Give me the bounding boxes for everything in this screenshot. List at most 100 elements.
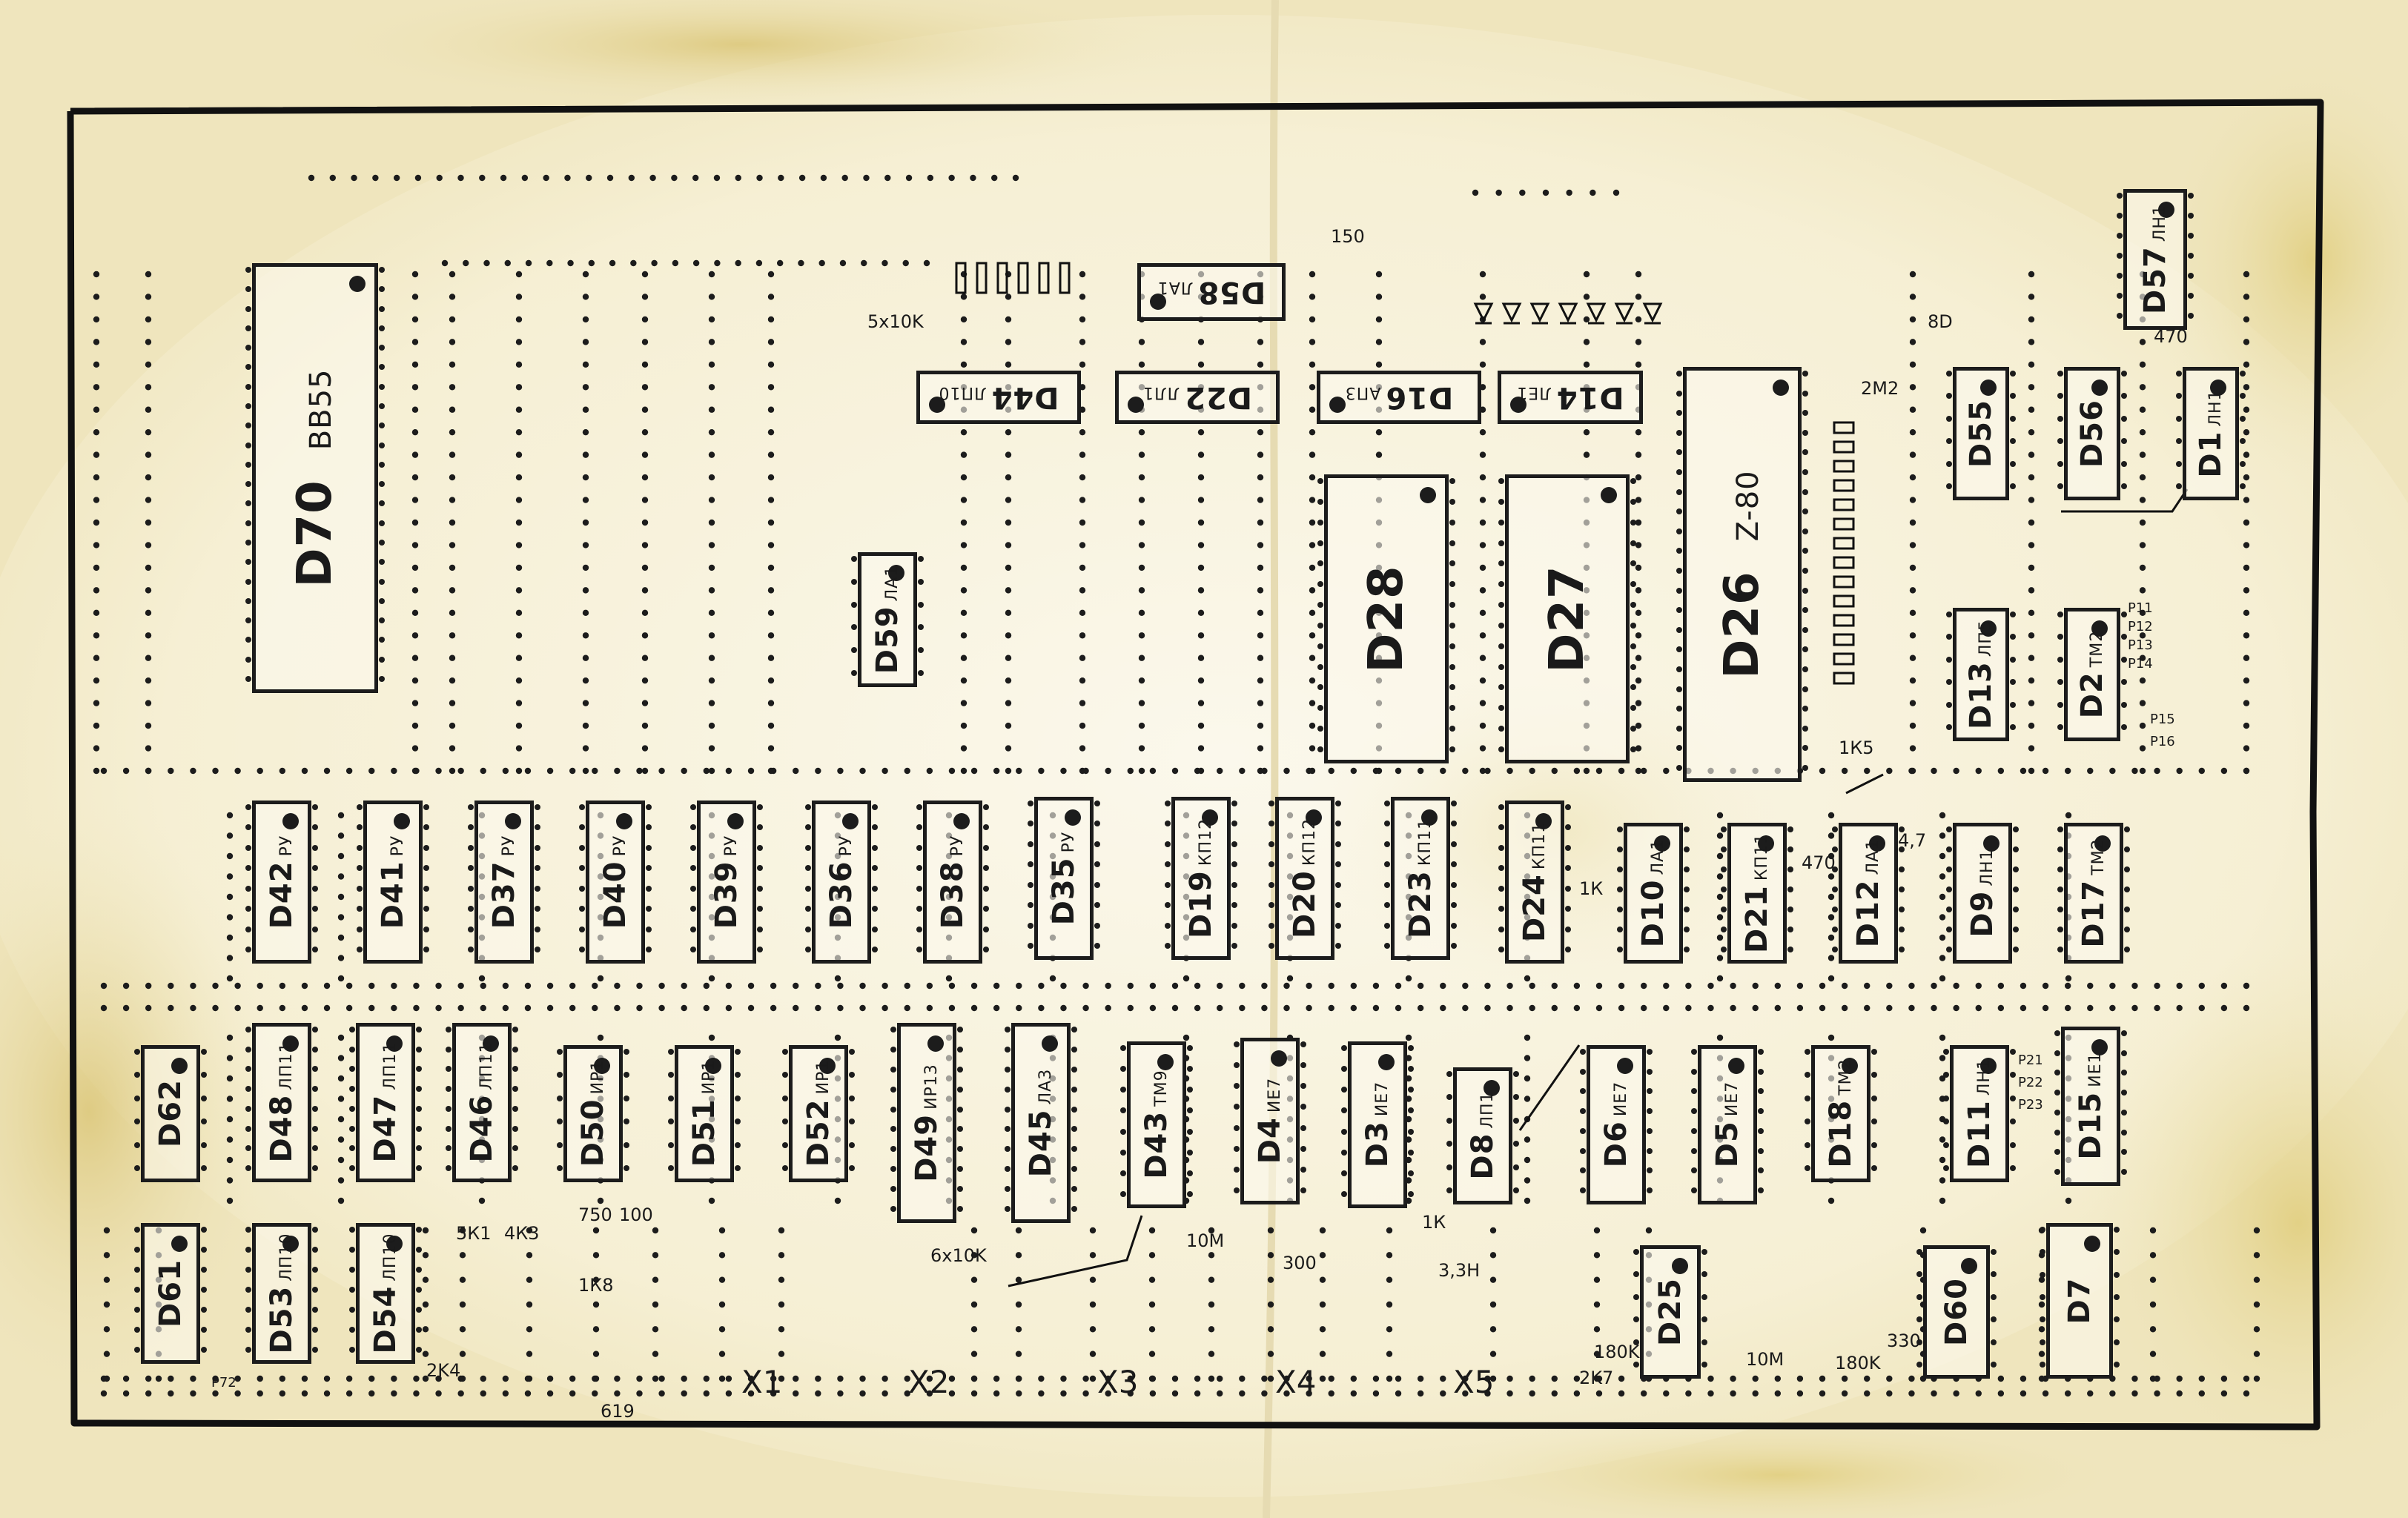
pad: [2243, 384, 2250, 391]
pad: [257, 1004, 263, 1012]
pad: [449, 497, 456, 503]
pad: [1267, 1350, 1274, 1357]
pad: [1524, 975, 1531, 982]
pad: [1386, 1350, 1393, 1357]
pad: [793, 1375, 799, 1382]
pad: [582, 271, 589, 278]
pin-row: [2010, 1049, 2016, 1179]
pad: [1573, 1375, 1581, 1382]
pad: [411, 564, 419, 571]
pad: [1079, 564, 1086, 571]
pad: [1479, 632, 1486, 639]
chip-label: D62: [153, 1080, 188, 1148]
pin-row: [535, 804, 540, 960]
pad: [960, 294, 968, 300]
pad: [609, 259, 616, 267]
pad: [703, 1375, 710, 1382]
pad: [582, 609, 589, 617]
pad: [1489, 1276, 1497, 1283]
pad: [1148, 1276, 1156, 1283]
pad: [1375, 271, 1383, 278]
pad: [1309, 294, 1316, 300]
component-value-label: 1К8: [578, 1275, 614, 1296]
pad: [991, 174, 998, 182]
pin-row: [312, 1027, 318, 1179]
pad: [1328, 1375, 1334, 1382]
chip-d13: D13ЛП5: [1946, 608, 2016, 741]
component-value-label: 750: [578, 1204, 612, 1225]
pad: [1350, 982, 1357, 990]
pad: [546, 767, 554, 775]
pad: [564, 174, 571, 182]
chip-ref: D12: [1851, 879, 1885, 948]
pad: [718, 1375, 726, 1382]
pad: [708, 474, 715, 481]
pad: [1267, 1326, 1274, 1333]
pad: [525, 259, 532, 267]
pad: [837, 767, 844, 775]
pad: [1239, 767, 1246, 775]
resistor-array: [1833, 672, 1855, 685]
pad: [1261, 1375, 1268, 1382]
pad: [1495, 189, 1502, 196]
chip-part-number: ЛН1: [1978, 849, 1997, 886]
chip-part-number: РУ: [611, 835, 629, 857]
chip-ref: D4: [1253, 1117, 1287, 1164]
pad: [2198, 767, 2205, 775]
pad: [515, 654, 523, 661]
pad: [145, 428, 152, 436]
pad: [1909, 316, 1916, 323]
pad: [755, 259, 763, 267]
pin1-marker: [1042, 1035, 1058, 1052]
pad: [837, 982, 844, 990]
resistor: [1017, 262, 1029, 294]
pad: [960, 767, 968, 775]
pad: [1663, 1390, 1670, 1397]
chip-d61: D61: [134, 1223, 207, 1364]
pad: [970, 1004, 978, 1012]
chip-label: D5ИЕ7: [1710, 1081, 1744, 1167]
pad: [515, 700, 523, 706]
pin-row: [1787, 826, 1793, 960]
pad: [122, 767, 130, 775]
pad: [368, 982, 375, 990]
pin-row: [1120, 1045, 1126, 1204]
pad: [2149, 1350, 2157, 1357]
chip-d46: D46ЛП11: [446, 1023, 518, 1182]
pad: [526, 1375, 533, 1382]
pad: [449, 361, 456, 368]
pad: [226, 1055, 234, 1061]
pad: [1319, 1252, 1326, 1259]
pad: [1005, 745, 1012, 752]
chip-label: D53ЛП10: [265, 1233, 299, 1354]
pad: [524, 982, 532, 990]
pin1-marker: [171, 1236, 188, 1252]
pad: [592, 1390, 598, 1397]
pad: [1479, 428, 1486, 436]
chip-label: D36РУ: [824, 835, 859, 929]
pad: [692, 259, 700, 267]
pad: [767, 677, 775, 684]
pad: [2139, 609, 2146, 617]
pad: [93, 542, 100, 548]
pad: [1796, 1375, 1804, 1382]
pad: [212, 1004, 219, 1012]
chip-label: D47ЛП11: [368, 1042, 403, 1163]
pad: [1479, 542, 1486, 548]
pad: [1864, 1375, 1870, 1382]
pad: [1309, 474, 1316, 481]
pad: [422, 1301, 429, 1308]
pad: [1828, 832, 1835, 839]
pad: [582, 700, 589, 706]
pad: [592, 1350, 600, 1357]
pad: [1909, 361, 1916, 368]
pad: [323, 1375, 331, 1382]
pad: [582, 474, 589, 481]
pad: [1566, 189, 1572, 196]
component-value-label: 180K: [1594, 1342, 1640, 1362]
pad: [1375, 294, 1383, 300]
pad: [708, 451, 715, 458]
chip-part-number: ТМ2: [2089, 838, 2108, 875]
pad: [2139, 722, 2146, 729]
chip-label: D59ЛА1: [870, 566, 904, 674]
